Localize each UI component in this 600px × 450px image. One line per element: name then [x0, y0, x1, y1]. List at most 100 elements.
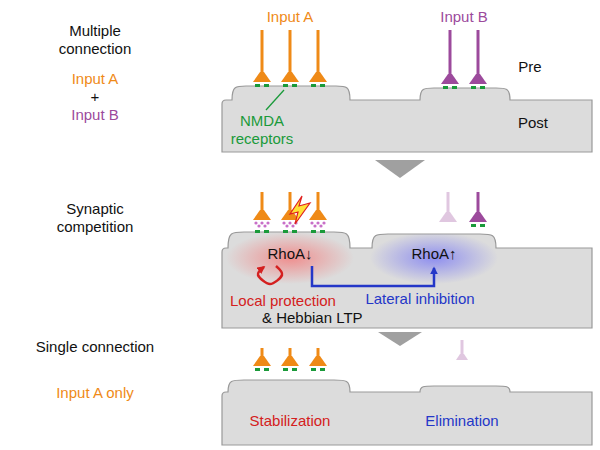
axon-terminal	[439, 192, 457, 222]
plus-sign: +	[35, 88, 155, 106]
bouton	[253, 356, 271, 366]
bouton	[281, 72, 299, 82]
nmda-receptor	[264, 368, 269, 371]
input-label: Input A	[240, 8, 340, 26]
axon	[317, 30, 320, 73]
bouton	[469, 212, 487, 222]
nmda-receptor	[283, 368, 288, 371]
bouton	[441, 74, 459, 84]
input-label: Input A only	[35, 384, 155, 402]
axon	[289, 192, 292, 211]
bouton	[309, 356, 327, 366]
glutamate	[260, 221, 263, 224]
side-label: Pre	[508, 58, 552, 76]
nmda-receptor	[292, 230, 297, 233]
axon-terminal	[281, 30, 299, 87]
nmda-receptor	[480, 86, 485, 89]
axon	[289, 348, 292, 357]
lightning-bolt	[290, 196, 310, 224]
axon	[289, 30, 292, 73]
glutamate	[313, 224, 316, 227]
edge-label: Lateral inhibition	[355, 290, 485, 308]
process-label: Local protection	[230, 292, 360, 310]
bouton	[253, 72, 271, 82]
nmda-receptor	[480, 224, 485, 227]
axon	[261, 192, 264, 211]
glutamate	[257, 224, 260, 227]
input-label: Input B	[414, 8, 514, 26]
axon-terminal	[469, 30, 487, 89]
glutamate	[263, 224, 266, 227]
nmda-receptor	[255, 368, 260, 371]
nmda-receptor	[255, 84, 260, 87]
axon-terminal	[309, 348, 327, 371]
nmda-receptor	[311, 230, 316, 233]
nmda-receptor	[320, 84, 325, 87]
glutamate	[319, 224, 322, 227]
nmda-receptor	[452, 86, 457, 89]
leader-line	[266, 90, 284, 110]
axon	[447, 192, 450, 213]
bouton	[309, 210, 327, 220]
axon	[449, 30, 452, 75]
glutamate	[310, 221, 313, 224]
axon	[317, 348, 320, 357]
nmda-receptor	[292, 84, 297, 87]
input-label: Input B	[35, 106, 155, 124]
nmda-receptor	[471, 224, 476, 227]
axon	[461, 340, 464, 355]
bouton	[253, 210, 271, 220]
axon-terminal	[441, 30, 459, 89]
bouton	[469, 74, 487, 84]
axon-terminal	[281, 348, 299, 371]
nmda-receptor	[311, 84, 316, 87]
process-arrow	[378, 332, 422, 346]
axon	[477, 192, 480, 213]
input-label: Input A	[35, 70, 155, 88]
dendritic-spine: RhoA↓	[261, 243, 318, 265]
axon-terminal	[456, 340, 468, 360]
nmda-receptor	[320, 368, 325, 371]
axon	[261, 348, 264, 357]
panel-title: Synaptic competition	[35, 200, 155, 236]
nmda-receptor	[471, 86, 476, 89]
nmda-receptor	[264, 84, 269, 87]
glutamate	[254, 221, 257, 224]
axon	[317, 192, 320, 211]
process-arrow	[375, 160, 425, 178]
inhibition-arrow	[312, 266, 434, 286]
bouton	[281, 356, 299, 366]
glutamate	[266, 221, 269, 224]
glutamate	[322, 221, 325, 224]
panel-title: Single connection	[35, 338, 155, 356]
nmda-receptor	[255, 230, 260, 233]
nmda-receptor	[292, 368, 297, 371]
axon-terminal	[253, 30, 271, 87]
spine-label: RhoA↓	[267, 245, 312, 263]
glutamate	[288, 221, 291, 224]
nmda-receptor	[443, 86, 448, 89]
bouton	[456, 354, 468, 360]
axon-terminal	[309, 192, 327, 233]
nmda-receptor	[264, 230, 269, 233]
axon-terminal	[469, 192, 487, 227]
axon-terminal	[253, 192, 271, 233]
axon-terminal	[309, 30, 327, 87]
outcome-label: Stabilization	[230, 412, 350, 430]
nmda-receptor	[320, 230, 325, 233]
side-label: Post	[508, 114, 558, 132]
process-label: & Hebbian LTP	[262, 309, 392, 327]
nmda-receptor	[283, 84, 288, 87]
glutamate	[282, 221, 285, 224]
postsynaptic-dendrite	[222, 86, 592, 152]
axons	[253, 30, 487, 371]
bouton	[309, 72, 327, 82]
axon-terminal	[253, 348, 271, 371]
self-loop-arrow	[258, 266, 282, 284]
outcome-label: Elimination	[402, 412, 522, 430]
axon	[261, 30, 264, 73]
nmda-receptor	[311, 368, 316, 371]
axon	[477, 30, 480, 75]
spine-label: RhoA↑	[411, 245, 456, 263]
rhoa-low-glow	[226, 232, 354, 284]
